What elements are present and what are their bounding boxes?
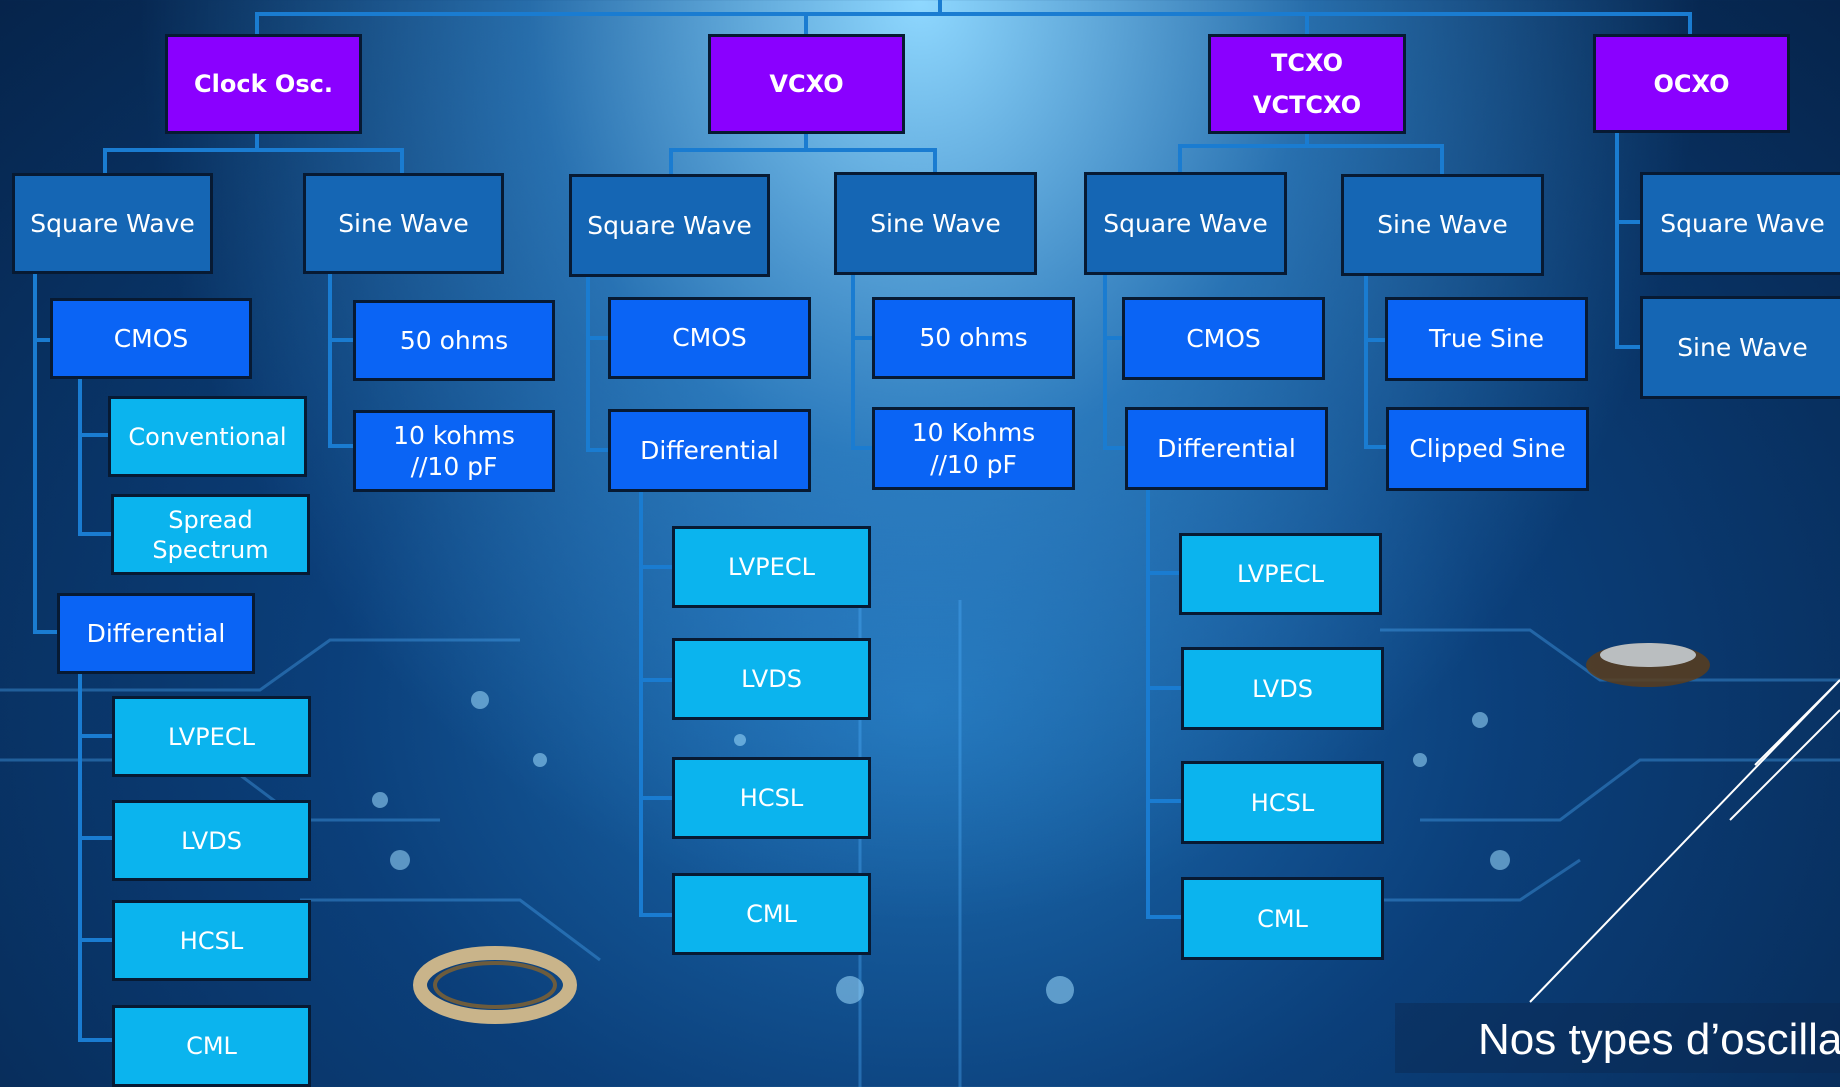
- ocxo-sine-wave-node: Sine Wave: [1640, 296, 1840, 399]
- tcxo-lvpecl-node: LVPECL: [1179, 533, 1382, 615]
- clock-conventional-node: Conventional: [108, 396, 307, 477]
- vcxo-cmos-node: CMOS: [608, 297, 811, 379]
- clock-cmos-node: CMOS: [50, 298, 252, 379]
- clock-osc-node: Clock Osc.: [165, 34, 362, 134]
- clock-cml-node: CML: [112, 1005, 311, 1087]
- tape-reel-decoration: [413, 946, 577, 1024]
- clock-lvds-node: LVDS: [112, 800, 311, 881]
- clock-50-ohms-node: 50 ohms: [353, 300, 555, 381]
- vcxo-node: VCXO: [708, 34, 905, 134]
- tcxo-differential-node: Differential: [1125, 407, 1328, 490]
- tcxo-sine-wave-node: Sine Wave: [1341, 174, 1544, 276]
- clock-spread-spectrum-node: Spread Spectrum: [111, 494, 310, 575]
- vcxo-differential-node: Differential: [608, 409, 811, 492]
- clock-sine-wave-node: Sine Wave: [303, 173, 504, 274]
- tcxo-cml-node: CML: [1181, 877, 1384, 960]
- vctcxo-label: VCTCXO: [1252, 91, 1362, 119]
- ocxo-square-wave-node: Square Wave: [1640, 172, 1840, 275]
- clock-hcsl-node: HCSL: [112, 900, 311, 981]
- vcxo-10-kohms-node: 10 Kohms //10 pF: [872, 407, 1075, 490]
- vcxo-lvds-node: LVDS: [672, 638, 871, 720]
- clock-differential-node: Differential: [57, 593, 255, 674]
- tcxo-lvds-node: LVDS: [1181, 647, 1384, 730]
- vcxo-50-ohms-node: 50 ohms: [872, 297, 1075, 379]
- tcxo-label: TCXO: [1270, 49, 1344, 77]
- vcxo-square-wave-node: Square Wave: [569, 174, 770, 277]
- ocxo-node: OCXO: [1593, 34, 1790, 133]
- tcxo-true-sine-node: True Sine: [1385, 297, 1588, 381]
- vcxo-sine-wave-node: Sine Wave: [834, 172, 1037, 275]
- clock-10-kohms-node: 10 kohms //10 pF: [353, 410, 555, 492]
- vcxo-lvpecl-node: LVPECL: [672, 526, 871, 608]
- clock-lvpecl-node: LVPECL: [112, 696, 311, 777]
- slide-title: Nos types d’oscilla: [1478, 1015, 1840, 1064]
- tcxo-vctcxo-node: TCXO VCTCXO: [1208, 34, 1406, 134]
- tcxo-cmos-node: CMOS: [1122, 297, 1325, 380]
- clock-square-wave-node: Square Wave: [12, 173, 213, 274]
- tcxo-hcsl-node: HCSL: [1181, 761, 1384, 844]
- vcxo-cml-node: CML: [672, 873, 871, 955]
- crystal-decoration: [1586, 643, 1710, 687]
- slide-title-band: [1395, 1003, 1840, 1073]
- tcxo-clipped-sine-node: Clipped Sine: [1386, 407, 1589, 491]
- tcxo-square-wave-node: Square Wave: [1084, 172, 1287, 275]
- vcxo-hcsl-node: HCSL: [672, 757, 871, 839]
